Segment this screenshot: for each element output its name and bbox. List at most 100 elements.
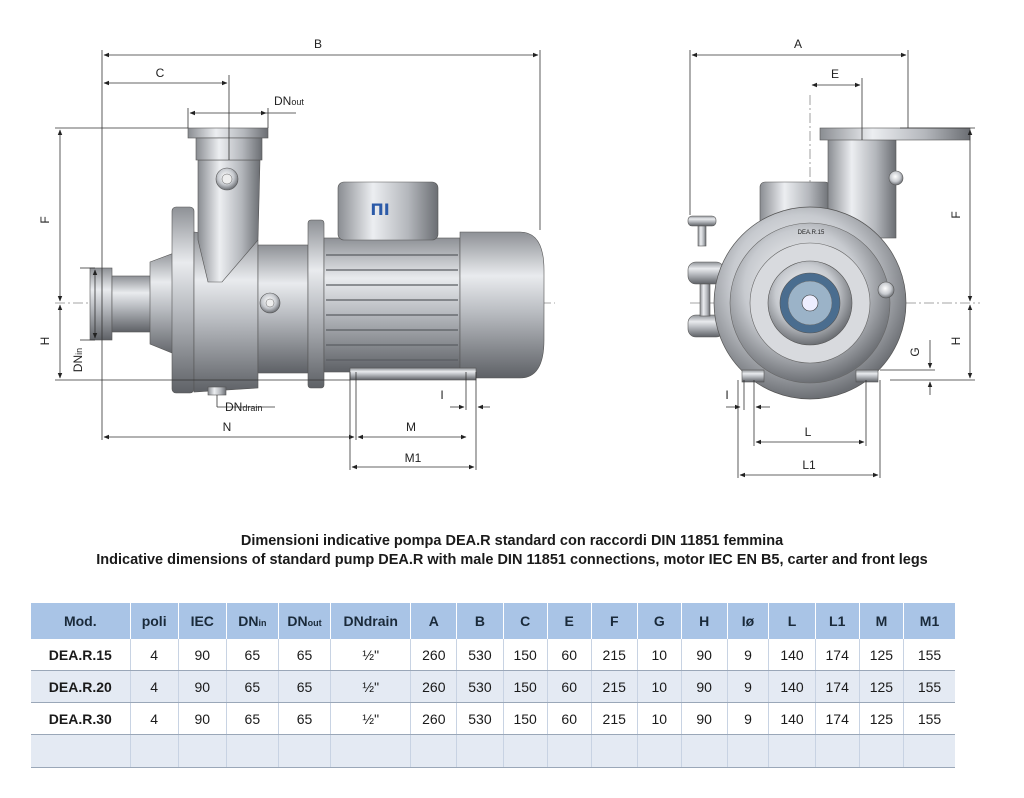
dim-label-i-side: I bbox=[440, 388, 443, 402]
table-cell: 4 bbox=[130, 639, 179, 671]
model-cell: DEA.R.20 bbox=[31, 670, 131, 703]
dim-label-i-front: I bbox=[725, 388, 728, 402]
table-cell: 260 bbox=[410, 639, 458, 671]
dim-label-m1: M1 bbox=[405, 451, 422, 465]
column-header: DNdrain bbox=[330, 603, 412, 639]
table-cell bbox=[547, 734, 592, 768]
table-cell bbox=[456, 734, 504, 768]
dim-label-m: M bbox=[406, 420, 416, 434]
table-cell bbox=[410, 734, 458, 768]
table-cell: 10 bbox=[637, 702, 682, 735]
table-cell bbox=[859, 734, 905, 768]
dim-label-l1: L1 bbox=[802, 458, 816, 472]
table-cell: 90 bbox=[681, 670, 728, 703]
table-cell: 65 bbox=[226, 670, 279, 703]
table-cell bbox=[31, 734, 131, 768]
table-cell: 125 bbox=[859, 670, 905, 703]
column-header: DNin bbox=[226, 603, 279, 639]
inlet-connection bbox=[89, 267, 113, 341]
table-cell: 90 bbox=[178, 639, 227, 671]
table-cell: 155 bbox=[903, 639, 955, 671]
column-header: Iø bbox=[727, 603, 770, 639]
caption-english: Indicative dimensions of standard pump D… bbox=[96, 552, 928, 568]
table-cell: 150 bbox=[503, 702, 548, 735]
table-cell: 260 bbox=[410, 670, 458, 703]
table-cell bbox=[330, 734, 412, 768]
table-cell: 9 bbox=[727, 639, 770, 671]
dim-label-f-side: F bbox=[38, 216, 52, 223]
table-cell bbox=[278, 734, 332, 768]
table-cell: 215 bbox=[591, 639, 638, 671]
dim-label-dnout-sub: out bbox=[291, 97, 304, 107]
column-header: L bbox=[768, 603, 816, 639]
column-header: A bbox=[410, 603, 458, 639]
dim-label-g: G bbox=[908, 347, 922, 356]
dim-label-h-side: H bbox=[38, 337, 52, 346]
motor-body bbox=[323, 237, 461, 373]
dim-label-f-front: F bbox=[949, 211, 963, 218]
table-cell bbox=[591, 734, 638, 768]
dim-label-dnout: DN bbox=[274, 94, 291, 108]
table-cell: 10 bbox=[637, 639, 682, 671]
dim-label-b: B bbox=[314, 37, 322, 51]
dim-label-a: A bbox=[794, 37, 802, 51]
table-cell: 174 bbox=[815, 702, 860, 735]
column-header: DNout bbox=[278, 603, 332, 639]
table-cell: 140 bbox=[768, 639, 816, 671]
table-cell bbox=[903, 734, 955, 768]
column-header: M1 bbox=[903, 603, 955, 639]
terminal-box bbox=[337, 181, 439, 241]
pump-dimension-drawing: ΠΙ bbox=[38, 37, 980, 478]
table-cell: 150 bbox=[503, 670, 548, 703]
column-header: F bbox=[591, 603, 638, 639]
table-cell: 125 bbox=[859, 639, 905, 671]
table-cell: 530 bbox=[456, 670, 504, 703]
model-cell: DEA.R.15 bbox=[31, 639, 131, 671]
table-cell: 65 bbox=[278, 702, 332, 735]
column-header: H bbox=[681, 603, 728, 639]
table-cell: 60 bbox=[547, 670, 592, 703]
table-cell bbox=[178, 734, 227, 768]
table-cell: 215 bbox=[591, 670, 638, 703]
dim-label-dndrain-sub: drain bbox=[242, 403, 262, 413]
table-cell bbox=[637, 734, 682, 768]
table-cell: 174 bbox=[815, 670, 860, 703]
side-view: ΠΙ bbox=[38, 37, 555, 470]
model-cell: DEA.R.30 bbox=[31, 702, 131, 735]
table-cell: 60 bbox=[547, 639, 592, 671]
table-cell bbox=[503, 734, 548, 768]
svg-text:DNout: DNout bbox=[274, 94, 304, 108]
table-cell bbox=[130, 734, 179, 768]
table-cell: 150 bbox=[503, 639, 548, 671]
column-header: B bbox=[456, 603, 504, 639]
column-header: Mod. bbox=[31, 603, 131, 639]
table-cell: 530 bbox=[456, 639, 504, 671]
table-cell: 60 bbox=[547, 702, 592, 735]
table-cell: 90 bbox=[681, 639, 728, 671]
dim-label-dndrain: DN bbox=[225, 400, 242, 414]
table-cell: 4 bbox=[130, 670, 179, 703]
svg-text:DNin: DNin bbox=[71, 348, 85, 372]
table-cell bbox=[727, 734, 770, 768]
table-cell: 65 bbox=[278, 670, 332, 703]
dim-label-l: L bbox=[805, 425, 812, 439]
table-cell: 90 bbox=[178, 702, 227, 735]
table-cell: 65 bbox=[226, 639, 279, 671]
table-cell: 9 bbox=[727, 670, 770, 703]
dim-label-dnin: DN bbox=[71, 355, 85, 372]
column-header: G bbox=[637, 603, 682, 639]
table-cell bbox=[681, 734, 728, 768]
table-cell: 174 bbox=[815, 639, 860, 671]
dim-label-c: C bbox=[156, 66, 165, 80]
table-cell: 65 bbox=[226, 702, 279, 735]
table-cell: 90 bbox=[681, 702, 728, 735]
table-cell: 530 bbox=[456, 702, 504, 735]
table-cell bbox=[815, 734, 860, 768]
table-cell: ½" bbox=[330, 702, 412, 735]
table-cell: 9 bbox=[727, 702, 770, 735]
dim-label-h-front: H bbox=[949, 337, 963, 346]
